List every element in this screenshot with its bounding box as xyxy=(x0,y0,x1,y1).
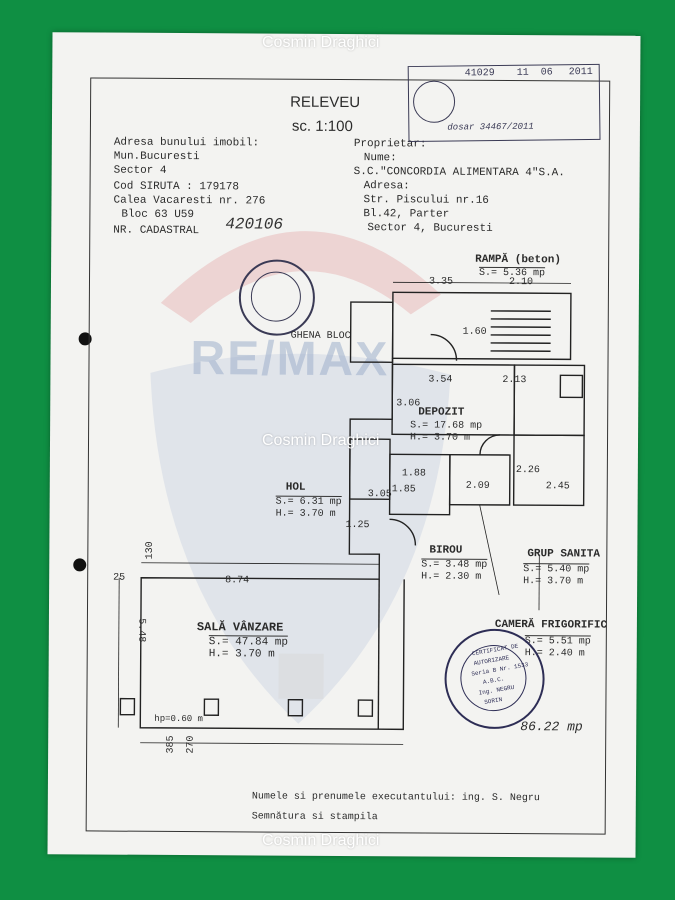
dimension-label: 25 xyxy=(113,572,126,584)
room-height-sala-vanzare: H.= 3.70 m xyxy=(208,648,275,661)
document-sheet: RE/MAX RELEVEU sc. 1:100 Adresa bunului … xyxy=(47,32,641,858)
room-name-camera-frigorific: CAMERĂ FRIGORIFIC xyxy=(494,618,608,632)
total-area-handwritten: 86.22 mp xyxy=(520,719,583,735)
floor-plan xyxy=(117,281,586,745)
room-height-depozit: H.= 3.70 m xyxy=(410,432,471,444)
dimension-label: 8.74 xyxy=(225,575,250,587)
dimension-label: 1.85 xyxy=(391,484,416,496)
dimension-label: 385 xyxy=(165,735,177,754)
room-name-ghena: GHENA BLOC xyxy=(290,330,351,343)
room-area-camera-frigorific: S.= 5.51 mp xyxy=(524,635,591,648)
dimension-label: 130 xyxy=(144,541,156,560)
dimension-label: 5.48 xyxy=(135,618,147,643)
sill-height-note: hp=0.60 m xyxy=(154,713,203,725)
room-height-birou: H.= 2.30 m xyxy=(421,571,482,583)
room-height-hol: H.= 3.70 m xyxy=(275,508,336,520)
dimension-label: 2.45 xyxy=(545,481,570,493)
dimension-label: 270 xyxy=(185,735,197,754)
executant-line: Numele si prenumele executantului: ing. … xyxy=(251,791,540,805)
dimension-label: 2.09 xyxy=(465,480,490,492)
dimension-label: 3.35 xyxy=(428,276,454,288)
room-name-grup-sanitar: GRUP SANITA xyxy=(527,548,600,561)
signature-line: Semnătura si stampila xyxy=(251,811,378,824)
dimension-label: 1.60 xyxy=(462,326,487,338)
room-name-sala-vanzare: SALĂ VÂNZARE xyxy=(196,620,284,635)
dimension-label: 2.10 xyxy=(508,277,534,289)
remax-balloon-watermark xyxy=(150,231,451,724)
watermark-author-top: Cosmin Draghici xyxy=(262,34,380,51)
room-area-birou: S.= 3.48 mp xyxy=(421,558,488,571)
dimension-label: 2.13 xyxy=(502,374,527,387)
dimension-label: 3.05 xyxy=(367,489,392,501)
watermark-author-bottom: Cosmin Draghici xyxy=(262,832,380,849)
room-name-rampa: RAMPĂ (beton) xyxy=(475,253,561,267)
dimension-label: 1.25 xyxy=(345,520,370,532)
room-name-depozit: DEPOZIT xyxy=(418,406,465,419)
room-area-grup-sanitar: S.= 5.40 mp xyxy=(523,563,590,576)
dimension-label: 1.88 xyxy=(401,468,426,480)
room-area-sala-vanzare: S.= 47.84 mp xyxy=(208,635,289,649)
room-name-hol: HOL xyxy=(285,481,306,494)
room-area-depozit: S.= 17.68 mp xyxy=(410,420,483,432)
room-area-hol: S.= 6.31 mp xyxy=(275,495,342,508)
dimension-label: 2.26 xyxy=(515,465,540,477)
dimension-label: 3.54 xyxy=(428,374,453,386)
watermark-author-middle: Cosmin Draghici xyxy=(262,432,380,449)
room-height-grup-sanitar: H.= 3.70 m xyxy=(523,576,584,588)
dimension-label: 3.06 xyxy=(396,398,421,410)
room-name-birou: BIROU xyxy=(429,544,463,557)
